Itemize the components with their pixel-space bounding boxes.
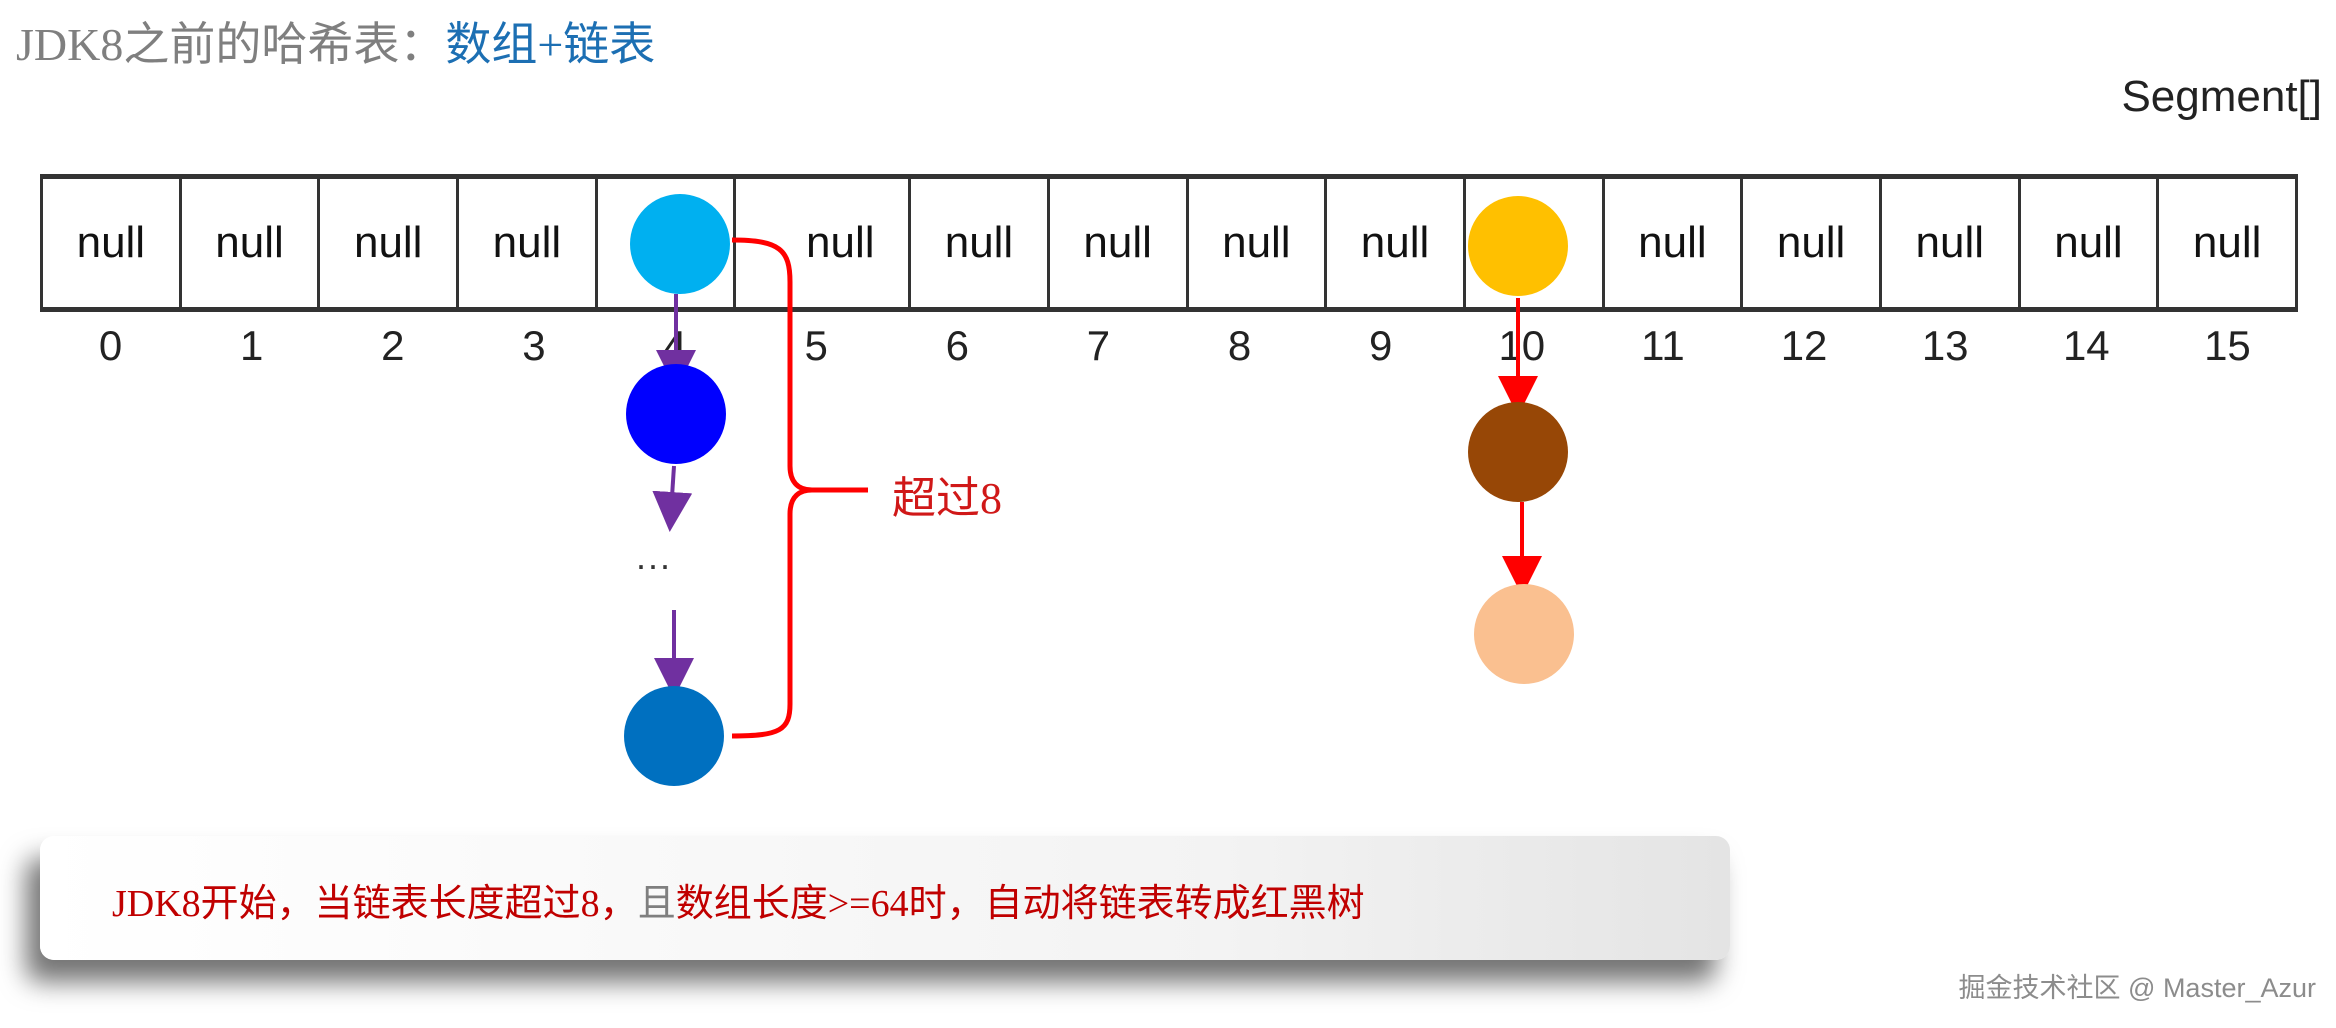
array-cell-12: null: [1743, 179, 1882, 307]
array-index-13: 13: [1921, 322, 1969, 369]
note-text: JDK8开始，当链表长度超过8，且数组长度>=64时，自动将链表转成红黑树: [112, 872, 1365, 927]
array-cell-0: null: [43, 179, 182, 307]
note-box: JDK8开始，当链表长度超过8，且数组长度>=64时，自动将链表转成红黑树: [40, 836, 1730, 960]
array-index-8: 8: [1227, 322, 1252, 369]
segment-array-label: Segment[]: [2121, 72, 2322, 121]
array-cell-3: null: [459, 179, 598, 307]
array-index-15: 15: [2204, 322, 2251, 369]
hash-array: null null null null null null null null …: [40, 174, 2298, 312]
array-cell-9: null: [1327, 179, 1466, 307]
watermark: 掘金技术社区 @ Master_Azur: [1958, 973, 2316, 1003]
brace-shape: [731, 237, 868, 739]
array-index-12: 12: [1780, 322, 1828, 369]
array-cell-15: null: [2159, 179, 2298, 307]
array-cell-4: [598, 179, 737, 307]
array-index-5: 5: [804, 322, 828, 369]
array-index-0: 0: [98, 322, 123, 369]
chain10-node-head: [1468, 196, 1568, 296]
title-prefix: JDK8之前的哈希表：: [16, 19, 446, 70]
chain10-node-2: [1468, 402, 1568, 502]
array-cell-7: null: [1050, 179, 1189, 307]
note-part3: 数组长度>=64时，: [675, 883, 985, 925]
array-index-9: 9: [1369, 322, 1393, 369]
array-index-7: 7: [1086, 322, 1111, 369]
array-cell-1: null: [182, 179, 321, 307]
note-part2: 且: [637, 883, 676, 925]
array-index-14: 14: [2062, 322, 2110, 369]
chain4-arrow-2: [652, 465, 693, 532]
brace-label: 超过8: [892, 474, 1002, 523]
array-cell-8: null: [1189, 179, 1328, 307]
index-row: 0 1 2 3 4 5 6 7 8 9 10 11 12 13 14 15: [40, 322, 2298, 370]
array-index-1: 1: [240, 322, 264, 369]
array-cell-6: null: [911, 179, 1050, 307]
chain4-node-tail: [624, 686, 724, 786]
title-highlight: 数组+链表: [445, 19, 656, 70]
note-part1: JDK8开始，当链表长度超过8，: [112, 883, 638, 925]
array-index-11: 11: [1641, 322, 1685, 369]
array-cell-14: null: [2021, 179, 2160, 307]
chain4-node-2: [626, 364, 726, 464]
array-index-2: 2: [381, 322, 405, 369]
chain10-node-tail: [1474, 584, 1574, 684]
array-cell-13: null: [1882, 179, 2021, 307]
array-cell-5: null: [736, 179, 912, 307]
page-title: JDK8之前的哈希表：数组+链表: [16, 8, 655, 74]
array-cell-10: [1466, 179, 1605, 307]
array-cell-11: null: [1605, 179, 1744, 307]
array-index-10: 10: [1498, 322, 1546, 369]
array-cell-2: null: [320, 179, 460, 307]
chain4-ellipsis: ...: [636, 536, 673, 577]
array-index-3: 3: [522, 322, 546, 369]
note-part4: 自动将链表转成红黑树: [984, 883, 1365, 925]
chain4-node-head: [630, 194, 730, 294]
array-index-6: 6: [945, 322, 969, 369]
